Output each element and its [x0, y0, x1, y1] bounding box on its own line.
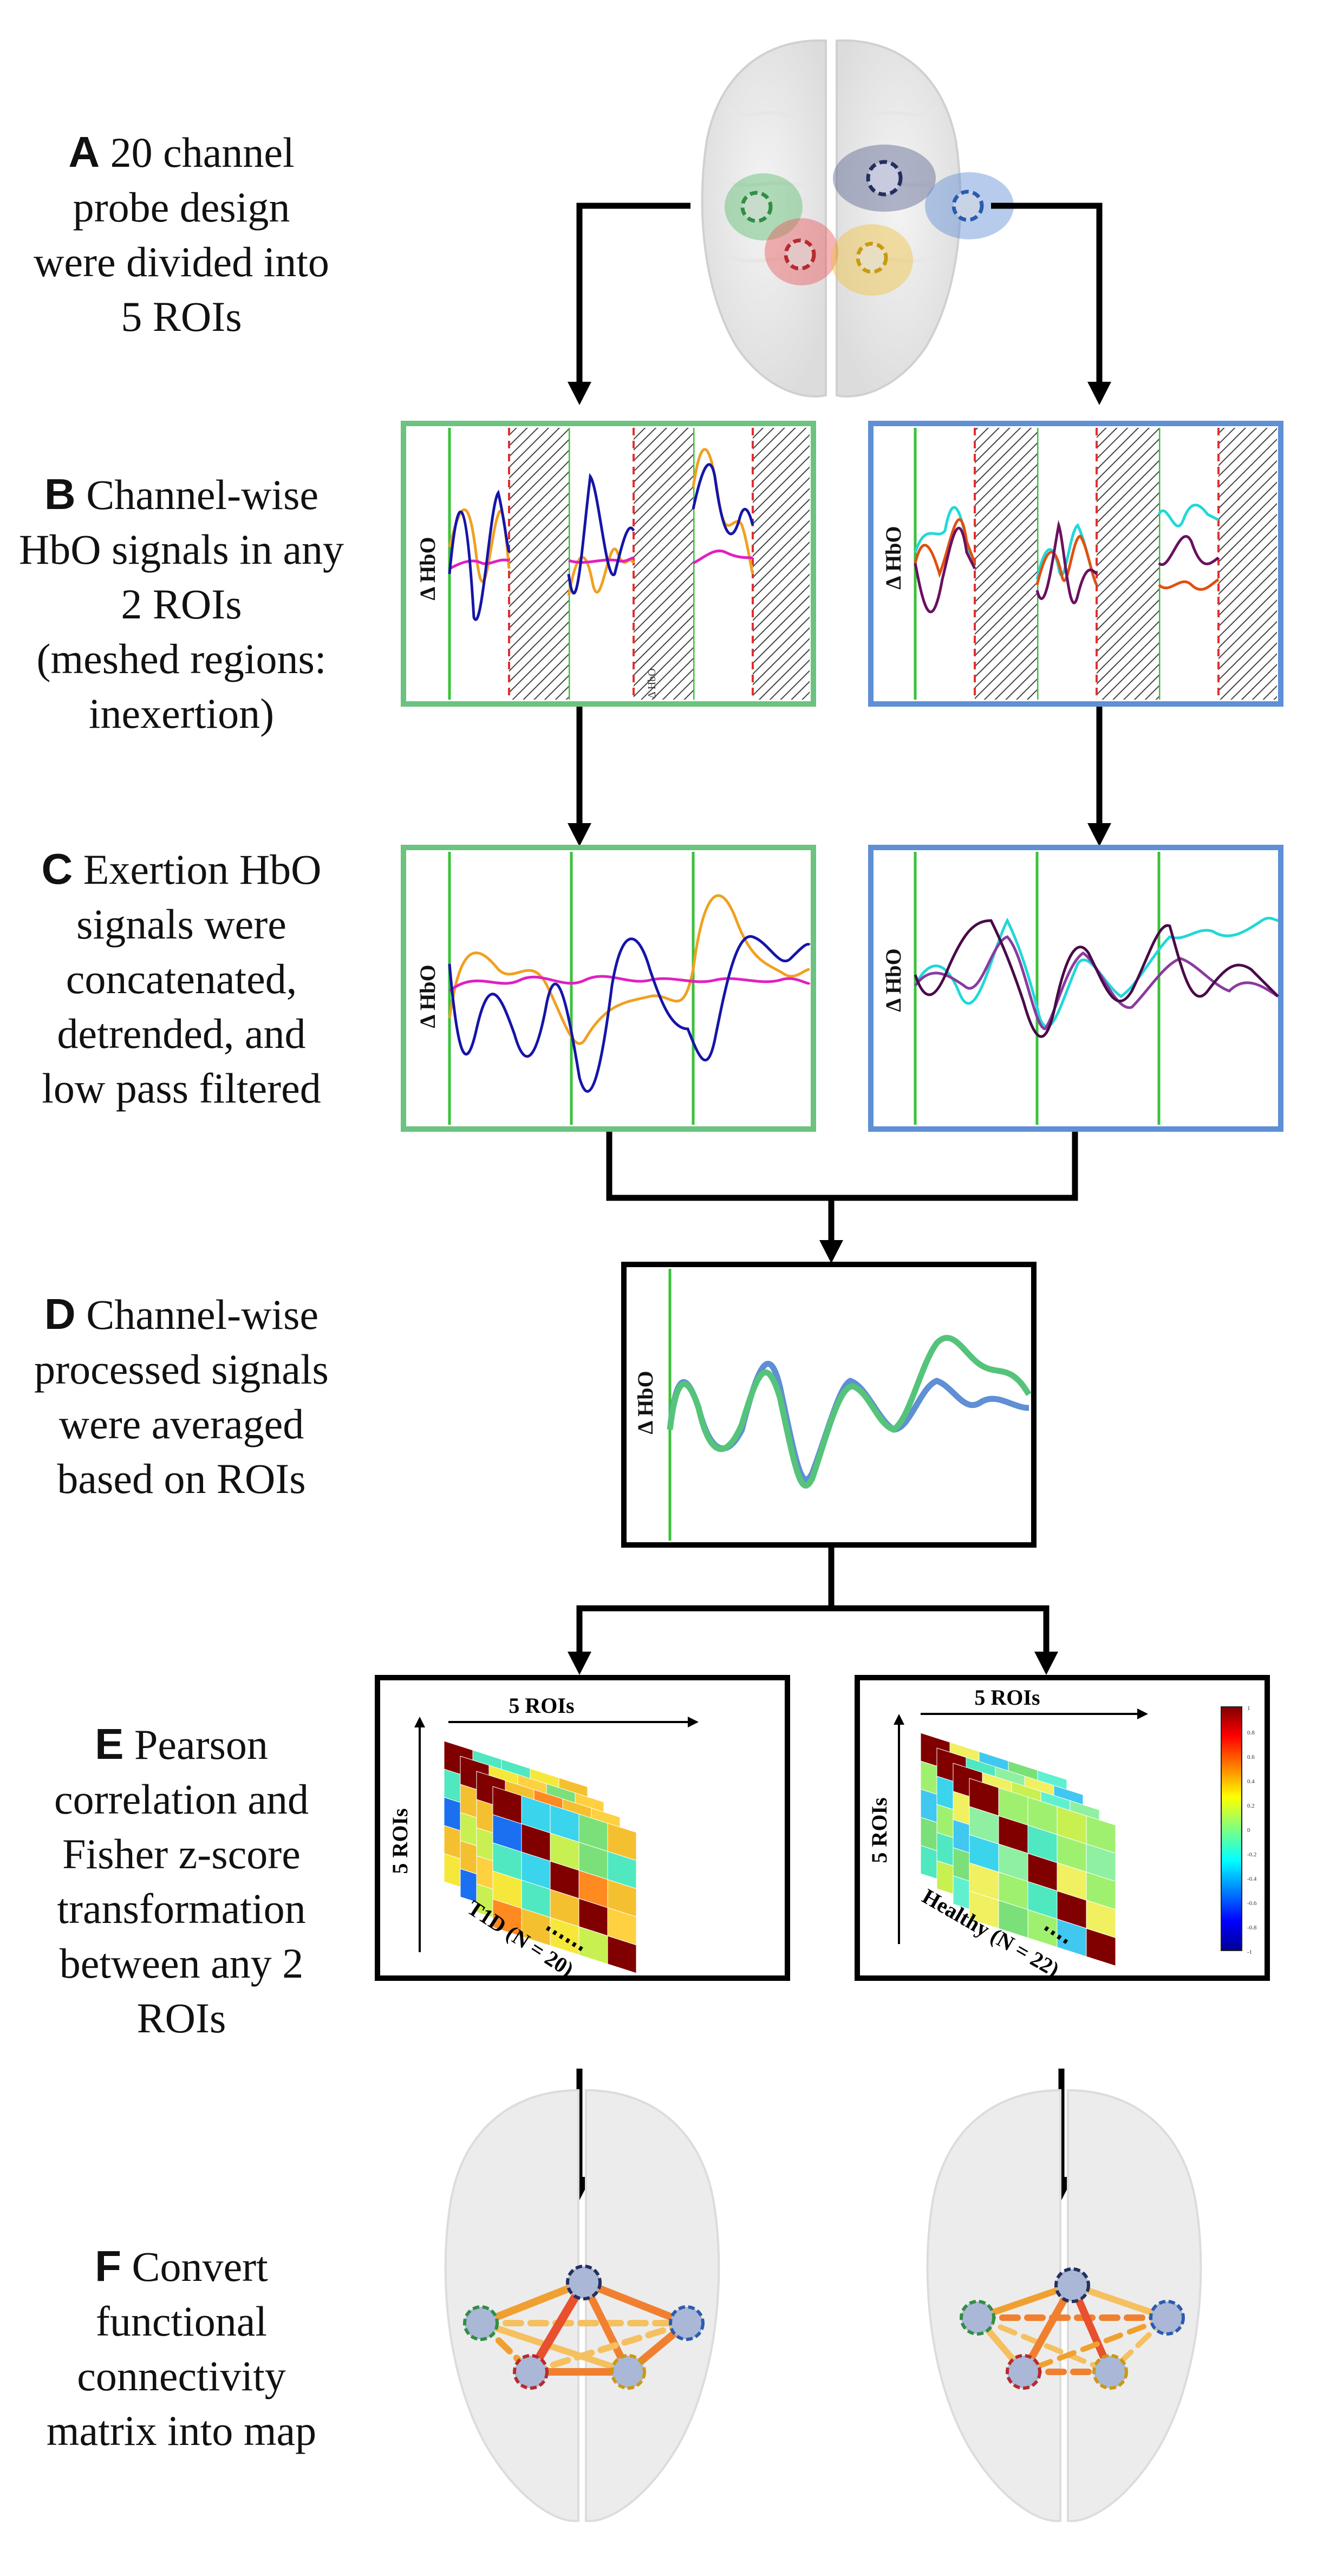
colorbar-tick: -0.2 — [1247, 1851, 1256, 1858]
brain-roi-layout — [701, 39, 1014, 398]
colorbar-tick: 0.4 — [1247, 1778, 1255, 1785]
t1d-matrix-stack — [444, 1740, 637, 1974]
step-f-text: F Convert functional connectivity matrix… — [5, 2239, 357, 2458]
step-c-letter: C — [41, 845, 73, 893]
step-f-letter: F — [95, 2242, 122, 2290]
step-a-letter: A — [68, 128, 100, 176]
step-e-line-2: correlation and — [54, 1776, 309, 1823]
step-b-line-1: Channel-wise — [86, 471, 319, 518]
step-c-text: C Exertion HbO signals were concatenated… — [5, 842, 357, 1116]
colorbar-tick: -0.6 — [1247, 1900, 1257, 1907]
step-e-line-3: Fisher z-score — [62, 1830, 301, 1877]
panel-c-blue: Δ HbO — [868, 845, 1283, 1132]
matrix-cell — [607, 1935, 637, 1974]
flow-arrows — [576, 203, 1103, 2177]
panel-b-green-mini-label: Δ HbO — [646, 668, 658, 699]
step-d-line-1: Channel-wise — [86, 1291, 319, 1338]
step-b-text: B Channel-wise HbO signals in any 2 ROIs… — [5, 467, 357, 741]
colorbar-tick: 1 — [1247, 1705, 1250, 1712]
jet-colorbar — [1221, 1706, 1242, 1951]
panel-b-green-y-label: Δ HbO — [415, 537, 440, 600]
panel-c-blue-y-label: Δ HbO — [881, 948, 905, 1012]
roi-navy-marker — [866, 160, 903, 197]
healthy-x-axis-label: 5 ROIs — [974, 1685, 1040, 1710]
roi-yellow-marker — [856, 242, 888, 274]
step-e-line-5: between any 2 — [59, 1940, 304, 1987]
step-c-line-5: low pass filtered — [42, 1065, 321, 1112]
healthy-y-axis-label: 5 ROIs — [867, 1797, 891, 1863]
t1d-y-axis-label: 5 ROIs — [388, 1808, 412, 1874]
step-e-letter: E — [95, 1720, 124, 1768]
step-a-line-1: 20 channel — [110, 129, 295, 176]
colorbar-tick-labels: 1 0.8 0.6 0.4 0.2 0 -0.2 -0.4 -0.6 -0.8 -1 — [1247, 1705, 1257, 1955]
step-b-line-5: inexertion) — [88, 690, 275, 737]
step-e-line-6: ROIs — [136, 1994, 226, 2042]
step-b-line-2: HbO signals in any — [18, 526, 344, 573]
step-b-line-3: 2 ROIs — [121, 581, 242, 628]
connectivity-map-healthy — [926, 2089, 1202, 2522]
panel-b-blue: Δ HbO — [868, 421, 1283, 707]
step-e-text: E Pearson correlation and Fisher z-score… — [5, 1717, 357, 2045]
panel-d-averaged: Δ HbO — [621, 1262, 1037, 1548]
step-a-text: A 20 channel probe design were divided i… — [5, 125, 357, 344]
step-f-line-3: connectivity — [77, 2352, 286, 2399]
panel-b-blue-y-label: Δ HbO — [881, 526, 905, 589]
panel-c-green: Δ HbO — [401, 845, 816, 1132]
step-d-line-4: based on ROIs — [57, 1455, 306, 1502]
colorbar-tick: 0 — [1247, 1827, 1250, 1834]
colorbar-tick: 0.2 — [1247, 1803, 1255, 1809]
panel-d-y-label: Δ HbO — [633, 1371, 657, 1434]
t1d-x-axis-label: 5 ROIs — [509, 1693, 574, 1718]
brain-right-hemisphere — [836, 39, 962, 398]
step-f-line-4: matrix into map — [46, 2407, 317, 2454]
step-d-line-3: were averaged — [58, 1400, 304, 1447]
step-c-line-1: Exertion HbO — [83, 846, 322, 893]
step-c-line-4: detrended, and — [57, 1010, 306, 1057]
step-e-line-1: Pearson — [134, 1721, 268, 1768]
roi-red-marker — [784, 238, 816, 271]
step-f-line-1: Convert — [132, 2243, 268, 2290]
step-d-letter: D — [44, 1290, 76, 1338]
colorbar-tick: 0.8 — [1247, 1730, 1255, 1736]
connectivity-map-t1d — [444, 2089, 720, 2522]
step-d-line-2: processed signals — [34, 1346, 329, 1393]
step-c-line-3: concatenated, — [66, 955, 297, 1002]
step-a-line-3: were divided into — [34, 238, 329, 285]
matrix-cell — [1086, 1928, 1116, 1967]
step-b-line-4: (meshed regions: — [36, 635, 327, 682]
step-a-line-2: probe design — [73, 184, 290, 231]
step-e-line-4: transformation — [57, 1885, 306, 1932]
step-c-line-2: signals were — [76, 901, 286, 948]
colorbar-tick: 0.6 — [1247, 1754, 1255, 1760]
step-d-text: D Channel-wise processed signals were av… — [5, 1287, 357, 1506]
panel-c-green-y-label: Δ HbO — [415, 964, 440, 1028]
colorbar-tick: -1 — [1247, 1949, 1252, 1955]
panel-b-green: Δ HbO Δ HbO — [401, 421, 816, 707]
colorbar-tick: -0.4 — [1247, 1876, 1257, 1882]
step-a-line-4: 5 ROIs — [121, 293, 242, 340]
panel-e-t1d: 5 ROIs 5 ROIs T1D (N = 20) — [375, 1675, 790, 1981]
step-f-line-2: functional — [95, 2298, 268, 2345]
step-b-letter: B — [44, 470, 76, 518]
roi-green-marker — [740, 191, 773, 223]
colorbar-tick: -0.8 — [1247, 1925, 1257, 1931]
panel-e-healthy: 5 ROIs 5 ROIs Healthy (N = 22) 10.80.60.… — [855, 1675, 1270, 1982]
roi-blue-marker — [951, 190, 984, 222]
healthy-matrix-stack — [920, 1732, 1116, 1967]
